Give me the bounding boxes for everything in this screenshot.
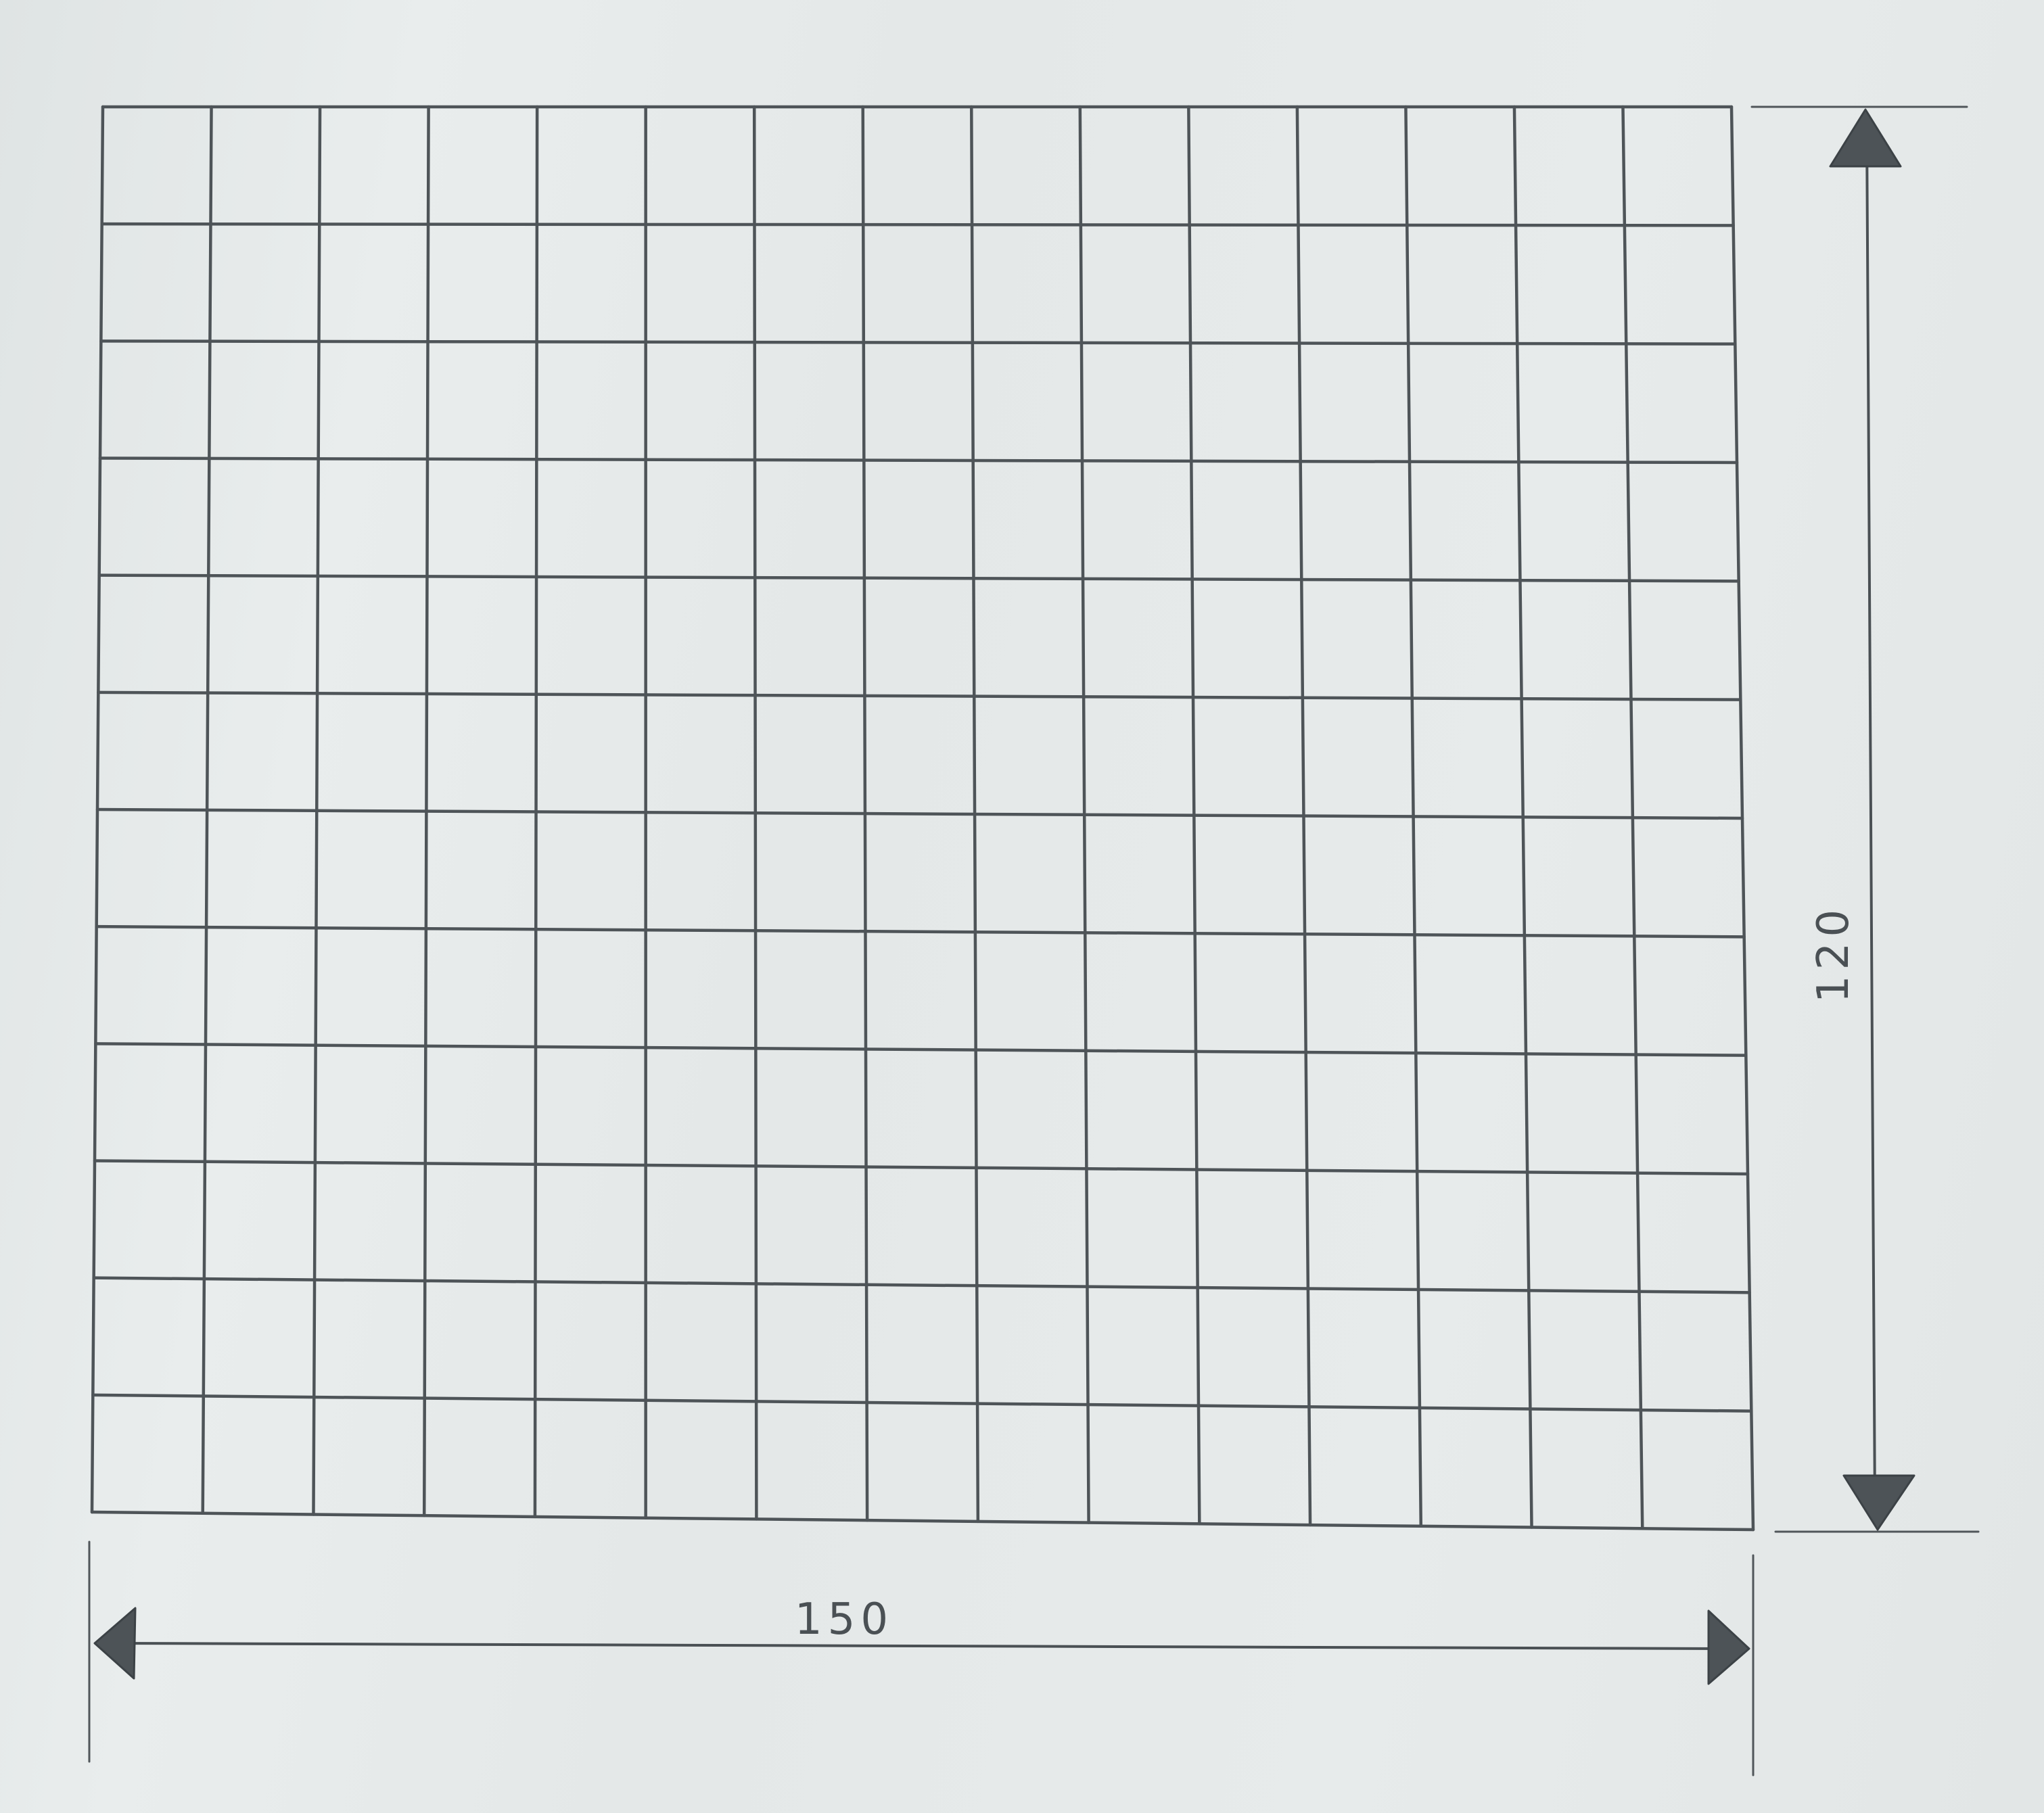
grid-horizontal-line xyxy=(98,456,1739,465)
grid-vertical-line xyxy=(861,105,869,1522)
height-bottom-arrow xyxy=(1842,1474,1915,1531)
grid-horizontal-line xyxy=(95,807,1744,820)
width-left-arrow xyxy=(93,1607,137,1680)
height-label: 120 xyxy=(1809,904,1859,1003)
width-right-arrow xyxy=(1707,1609,1750,1685)
grid-vertical-line xyxy=(1512,105,1533,1529)
grid-vertical-line xyxy=(752,105,758,1521)
grid-vertical-line xyxy=(1404,105,1423,1528)
grid-horizontal-line xyxy=(91,1393,1753,1413)
width-label: 150 xyxy=(795,1595,893,1645)
grid-vertical-line xyxy=(1078,105,1090,1524)
height-top-arrow xyxy=(1829,108,1902,168)
grid-vertical-line xyxy=(1295,105,1312,1527)
grid-vertical-line xyxy=(312,105,322,1516)
grid-vertical-line xyxy=(90,105,105,1514)
grid-horizontal-line xyxy=(92,1276,1751,1294)
grid-vertical-line xyxy=(533,105,539,1519)
grid-vertical-line xyxy=(1187,105,1201,1526)
grid-vertical-line xyxy=(422,105,430,1517)
grid-horizontal-line xyxy=(90,1510,1755,1532)
grid-horizontal-line xyxy=(94,1042,1748,1057)
grid-vertical-line xyxy=(201,105,213,1515)
grid-horizontal-line xyxy=(93,1159,1750,1176)
grid-horizontal-line xyxy=(99,339,1737,346)
height-dimension-line xyxy=(1865,127,1876,1511)
grid-horizontal-line xyxy=(97,573,1740,583)
grid xyxy=(90,105,1755,1532)
width-dimension-line xyxy=(112,1642,1732,1650)
grid-horizontal-line xyxy=(95,924,1746,939)
grid-horizontal-line xyxy=(100,222,1735,227)
grid-vertical-line xyxy=(1729,105,1755,1532)
grid-vertical-line xyxy=(970,105,980,1524)
grid-vertical-line xyxy=(1621,105,1644,1530)
grid-horizontal-line xyxy=(97,690,1742,701)
